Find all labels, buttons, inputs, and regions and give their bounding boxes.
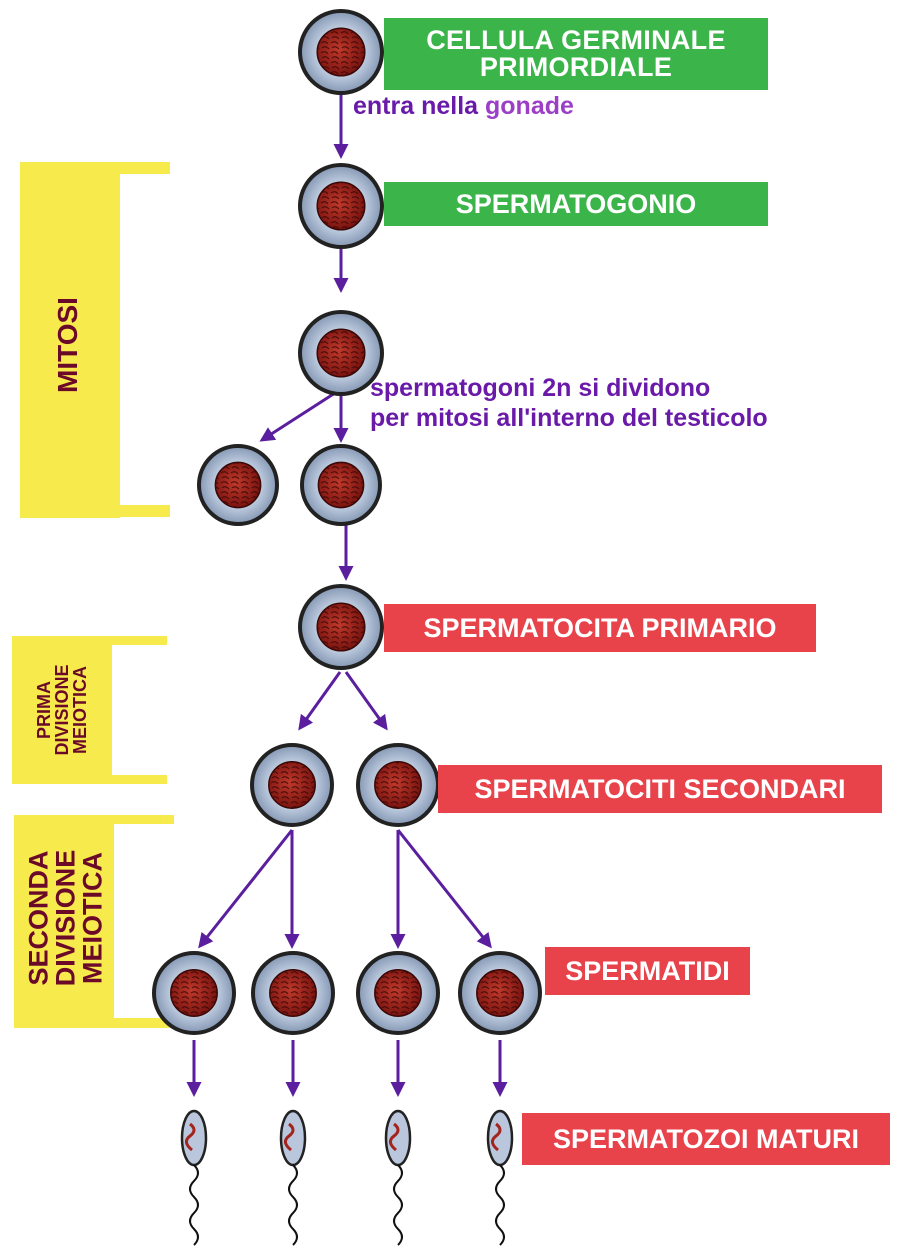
arrow-mitosis-left — [259, 391, 336, 442]
spermatozoo-2-head — [279, 1109, 307, 1167]
primordial-cell — [298, 9, 384, 95]
spermatide-3-cell-chromatin — [374, 969, 422, 1017]
spermatozoi-maturi-label: SPERMATOZOI MATURI — [522, 1113, 890, 1165]
seconda-bracket-bottom — [14, 1018, 174, 1028]
spermatogonio-label: SPERMATOGONIO — [384, 182, 768, 226]
gonade-note: entra nella gonade — [353, 92, 574, 121]
spermatocita-secondario-right-cell — [356, 743, 440, 827]
spermatide-1-cell — [152, 951, 236, 1035]
spermatociti-secondari-label: SPERMATOCITI SECONDARI — [438, 765, 882, 813]
seconda-bracket-top — [14, 815, 174, 824]
mitosi-bracket-top — [20, 162, 170, 174]
spermatide-2-cell — [251, 951, 335, 1035]
primordial-line1: CELLULA GERMINALE — [426, 25, 726, 55]
spermatozoo-4-head — [486, 1109, 514, 1167]
spermatozoo-3-nucleus — [389, 1122, 400, 1152]
sperm-group — [180, 1109, 514, 1246]
daughter-spermatogonio-right-cell — [300, 444, 382, 526]
spermatozoo-3-tail — [393, 1164, 403, 1246]
daughter-spermatogonio-right-cell-chromatin — [318, 462, 364, 508]
arrow-secondario1-left — [198, 829, 294, 949]
spermatozoo-2-tail — [288, 1164, 298, 1246]
primordial-germ-cell-label: CELLULA GERMINALE PRIMORDIALE — [384, 18, 768, 90]
spermatozoo-1 — [180, 1109, 208, 1246]
arrow-primario-left — [298, 671, 342, 731]
seconda-stage-bar — [14, 815, 114, 1028]
gonade-note-prefix: entra nella — [353, 92, 485, 120]
spermatozoo-1-nucleus — [185, 1122, 196, 1152]
spermatozoo-3-head — [384, 1109, 412, 1167]
gonade-note-word: gonade — [485, 92, 574, 120]
spermatocita-secondario-left-cell-chromatin — [268, 761, 316, 809]
arrow-primario-right — [344, 671, 388, 731]
spermatozoo-3 — [384, 1109, 412, 1246]
spermatozoo-2-nucleus — [284, 1122, 295, 1152]
prima-stage-bar — [12, 636, 112, 784]
spermatogonio-cell-chromatin — [317, 182, 365, 230]
spermatozoo-4 — [486, 1109, 514, 1246]
prima-bracket-bottom — [12, 775, 167, 784]
dividing-spermatogonio-cell-chromatin — [317, 329, 365, 377]
spermatocita-secondario-left-cell — [250, 743, 334, 827]
dividing-spermatogonio-cell — [298, 310, 384, 396]
cells-group — [152, 9, 542, 1035]
primordial-line2: PRIMORDIALE — [479, 52, 673, 82]
spermatozoo-4-nucleus — [491, 1122, 502, 1152]
daughter-spermatogonio-left-cell-chromatin — [215, 462, 261, 508]
arrows-group — [186, 92, 508, 1097]
spermatocita-secondario-right-cell-chromatin — [374, 761, 422, 809]
spermatide-2-cell-chromatin — [269, 969, 317, 1017]
spermatozoo-1-head — [180, 1109, 208, 1167]
mitosi-bracket-bottom — [20, 505, 170, 517]
mitosi-note-line2: per mitosi all'interno del testicolo — [370, 404, 768, 432]
spermatozoo-4-tail — [495, 1164, 505, 1246]
mitosi-stage-bar — [20, 162, 120, 518]
spermatozoo-1-tail — [189, 1164, 199, 1246]
spermatidi-label: SPERMATIDI — [545, 947, 750, 995]
daughter-spermatogonio-left-cell — [197, 444, 279, 526]
spermatide-4-cell-chromatin — [476, 969, 524, 1017]
prima-bracket-top — [12, 636, 167, 645]
spermatozoo-2 — [279, 1109, 307, 1246]
spermatide-3-cell — [356, 951, 440, 1035]
spermatocita-primario-cell — [298, 584, 384, 670]
spermatide-4-cell — [458, 951, 542, 1035]
arrow-secondario2-right — [396, 829, 492, 949]
mitosi-note-line1: spermatogoni 2n si dividono — [370, 374, 711, 402]
spermatogonio-cell — [298, 163, 384, 249]
spermatocita-primario-label: SPERMATOCITA PRIMARIO — [384, 604, 816, 652]
spermatide-1-cell-chromatin — [170, 969, 218, 1017]
spermatocita-primario-cell-chromatin — [317, 603, 365, 651]
primordial-cell-chromatin — [317, 28, 365, 76]
